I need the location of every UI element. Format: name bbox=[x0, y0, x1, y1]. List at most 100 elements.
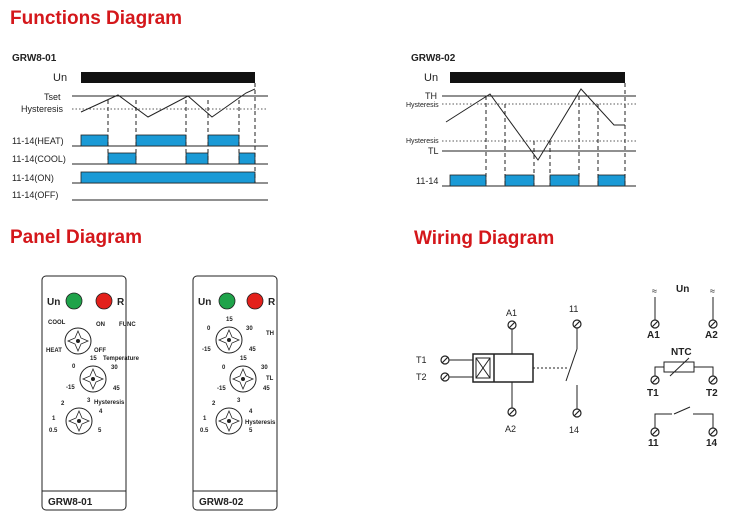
on-pulse bbox=[80, 171, 256, 184]
heat-pulse bbox=[207, 134, 240, 147]
tl-tick-0: 0 bbox=[222, 365, 226, 371]
panel-heading: Panel Diagram bbox=[10, 227, 142, 248]
timing-markers bbox=[485, 83, 626, 186]
screw-terminal-icon bbox=[507, 407, 517, 417]
temperature-knob[interactable] bbox=[79, 365, 107, 393]
supply-bar bbox=[81, 72, 255, 83]
screw-terminal-icon bbox=[572, 319, 582, 329]
screw-terminal-icon bbox=[440, 355, 450, 365]
terminal-a2-label: A2 bbox=[705, 330, 718, 341]
functions-left-model: GRW8-01 bbox=[12, 53, 57, 64]
un-label: Un bbox=[47, 297, 60, 308]
panel-left-model: GRW8-01 bbox=[48, 497, 93, 508]
func-heat-label: HEAT bbox=[46, 348, 62, 354]
wiring-schematic: A1 A2 T1 T2 11 14 bbox=[416, 304, 582, 435]
th-tick-15: 15 bbox=[226, 317, 233, 323]
c14-label: 14 bbox=[569, 425, 579, 435]
temp-tick-0: 0 bbox=[72, 364, 76, 370]
tilde-left: ≈ bbox=[652, 286, 657, 296]
t1-label: T1 bbox=[416, 355, 427, 365]
hyst-tick-3: 3 bbox=[237, 398, 241, 404]
th-knob[interactable] bbox=[215, 326, 243, 354]
r-label: R bbox=[117, 297, 125, 308]
hysteresis-knob[interactable] bbox=[65, 407, 93, 435]
hyst-tick-1: 1 bbox=[203, 416, 207, 422]
hysteresis-bottom-label: Hysteresis bbox=[406, 138, 439, 145]
hyst-tick-2: 2 bbox=[61, 401, 65, 407]
ntc-label: NTC bbox=[671, 347, 692, 358]
led-red-icon bbox=[246, 292, 264, 310]
hysteresis-knob-label: Hysteresis bbox=[245, 420, 276, 426]
temperature-curve bbox=[445, 88, 625, 161]
t2-label: T2 bbox=[416, 372, 427, 382]
terminal-t2-label: T2 bbox=[706, 388, 718, 399]
screw-terminal-icon bbox=[507, 320, 517, 330]
led-green-icon bbox=[218, 292, 236, 310]
tl-knob[interactable] bbox=[229, 365, 257, 393]
hyst-tick-2: 2 bbox=[212, 401, 216, 407]
function-knob[interactable] bbox=[64, 327, 92, 355]
functions-heading: Functions Diagram bbox=[10, 8, 182, 29]
terminal-t1-label: T1 bbox=[647, 388, 659, 399]
panel-grw8-01: Un R COOL ON FUNC HEAT OFF 15 30 0 45 -1… bbox=[41, 275, 140, 511]
heat-pulse bbox=[135, 134, 187, 147]
tilde-right: ≈ bbox=[710, 286, 715, 296]
hysteresis-label: Hysteresis bbox=[21, 104, 64, 114]
tl-tick-30: 30 bbox=[261, 365, 268, 371]
a2-label: A2 bbox=[505, 424, 516, 434]
c11-label: 11 bbox=[569, 304, 578, 314]
func-on-label: ON bbox=[96, 322, 105, 328]
temp-tick-15: 15 bbox=[90, 356, 97, 362]
a1-label: A1 bbox=[506, 308, 517, 318]
cool-pulse bbox=[238, 152, 256, 165]
timing-markers bbox=[107, 83, 256, 183]
heat-pulse bbox=[80, 134, 109, 147]
hyst-tick-0-5: 0.5 bbox=[200, 428, 209, 434]
panel-right-model: GRW8-02 bbox=[199, 497, 244, 508]
heat-row-label: 11-14(HEAT) bbox=[12, 136, 64, 146]
hyst-tick-3: 3 bbox=[87, 398, 91, 404]
hyst-tick-5: 5 bbox=[98, 428, 102, 434]
supply-bar bbox=[450, 72, 625, 83]
terminal-11-label: 11 bbox=[648, 438, 659, 449]
th-label: TH bbox=[425, 91, 437, 101]
th-tick-45: 45 bbox=[249, 347, 256, 353]
led-green-icon bbox=[65, 292, 83, 310]
tset-label: Tset bbox=[44, 92, 61, 102]
hyst-tick-4: 4 bbox=[99, 409, 103, 415]
on-row-label: 11-14(ON) bbox=[12, 173, 54, 183]
led-red-icon bbox=[95, 292, 113, 310]
terminal-un-label: Un bbox=[676, 284, 689, 295]
screw-terminal-icon bbox=[572, 408, 582, 418]
hyst-tick-1: 1 bbox=[52, 416, 56, 422]
func-cool-label: COOL bbox=[48, 320, 66, 326]
tl-tick-15: 15 bbox=[240, 356, 247, 362]
functions-left-un: Un bbox=[53, 72, 67, 84]
func-off-label: OFF bbox=[94, 348, 106, 354]
cool-pulse bbox=[185, 152, 209, 165]
hyst-tick-4: 4 bbox=[249, 409, 253, 415]
hysteresis-knob-label: Hysteresis bbox=[94, 400, 125, 406]
th-tick-0: 0 bbox=[207, 326, 211, 332]
temp-tick-30: 30 bbox=[111, 365, 118, 371]
tl-tick-minus15: -15 bbox=[217, 386, 226, 392]
hysteresis-knob[interactable] bbox=[215, 407, 243, 435]
terminal-14-label: 14 bbox=[706, 438, 718, 449]
temperature-curve bbox=[80, 88, 256, 118]
module-front bbox=[192, 275, 278, 511]
terminal-a1-label: A1 bbox=[647, 330, 660, 341]
cool-pulse bbox=[107, 152, 137, 165]
tl-knob-label: TL bbox=[266, 376, 274, 382]
module-front bbox=[41, 275, 127, 511]
th-tick-minus15: -15 bbox=[202, 347, 211, 353]
hyst-tick-5: 5 bbox=[249, 428, 253, 434]
functions-diagram-grw8-01: GRW8-01 Un Tset Hysteresis 11-14(HEAT) 1… bbox=[12, 53, 268, 201]
th-tick-30: 30 bbox=[246, 326, 253, 332]
wiring-heading: Wiring Diagram bbox=[414, 228, 554, 249]
relay-pulse bbox=[504, 174, 535, 187]
off-row-label: 11-14(OFF) bbox=[12, 190, 58, 200]
tl-tick-45: 45 bbox=[263, 386, 270, 392]
functions-diagram-grw8-02: GRW8-02 Un TH Hysteresis Hysteresis TL 1… bbox=[406, 53, 636, 187]
func-label: FUNC bbox=[119, 322, 136, 328]
